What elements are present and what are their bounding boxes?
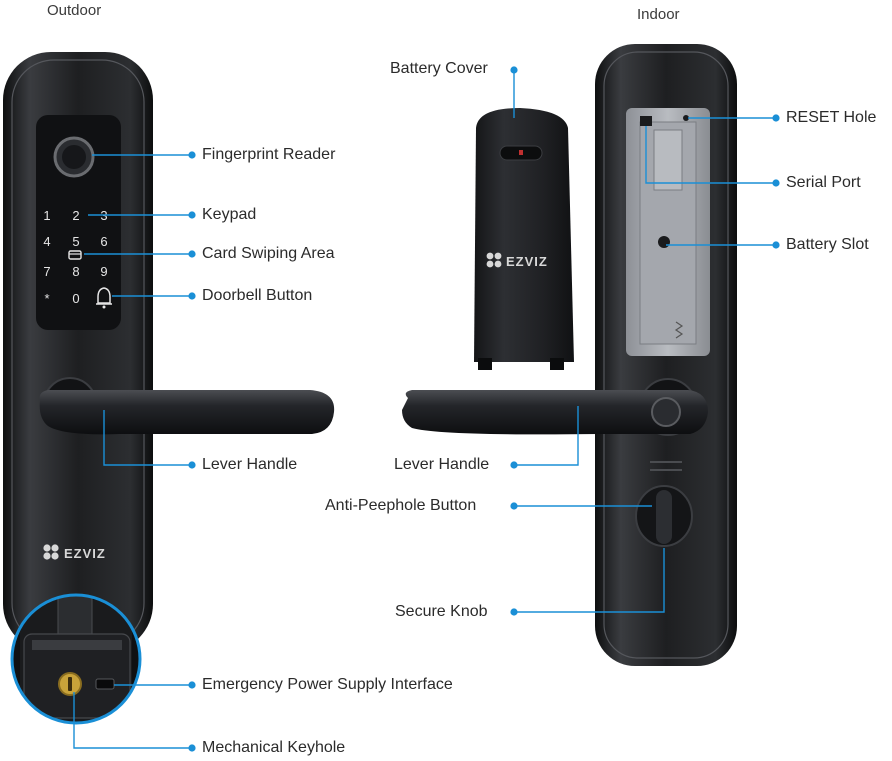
key-8: 8	[72, 264, 79, 279]
outdoor-ezviz-logo-icon	[43, 544, 59, 560]
secure-knob-grip	[656, 490, 672, 544]
key-1: 1	[43, 208, 50, 223]
callout-dots	[188, 66, 780, 752]
indoor-lever-handle	[402, 390, 708, 435]
keyhole-zoom-inset	[10, 593, 142, 725]
doorbell-bell-icon	[96, 287, 112, 309]
label-card-swiping-area: Card Swiping Area	[202, 245, 335, 262]
label-emergency-power: Emergency Power Supply Interface	[202, 676, 453, 693]
cover-ezviz-logo: EZVIZ	[506, 254, 548, 269]
indoor-lock-bevel	[603, 51, 729, 659]
outdoor-ezviz-logo: EZVIZ	[64, 546, 106, 561]
label-battery-slot: Battery Slot	[786, 236, 869, 253]
leader-keyhole	[73, 692, 192, 749]
outdoor-lever-handle	[39, 390, 335, 435]
label-secure-knob: Secure Knob	[395, 603, 488, 620]
leader-lever-indoor	[514, 406, 579, 466]
battery-slot-screw	[658, 236, 670, 248]
label-battery-cover: Battery Cover	[390, 60, 488, 77]
key-0: 0	[72, 291, 79, 306]
label-lever-handle-indoor: Lever Handle	[394, 456, 490, 473]
leader-serial-port	[645, 126, 776, 184]
anti-peephole-button	[651, 397, 681, 427]
key-2: 2	[72, 208, 79, 223]
zoom-circle-ring	[10, 593, 142, 725]
emergency-usb-port	[95, 678, 115, 690]
callout-lines	[73, 70, 776, 749]
label-serial-port: Serial Port	[786, 174, 861, 191]
card-swipe-icon	[68, 250, 82, 260]
cover-ezviz-logo-icon	[486, 252, 502, 268]
fingerprint-sensor-core	[62, 145, 86, 169]
label-fingerprint-reader: Fingerprint Reader	[202, 146, 336, 163]
key-4: 4	[43, 234, 50, 249]
label-keypad: Keypad	[202, 206, 257, 223]
key-star: *	[44, 291, 49, 306]
label-lever-handle-outdoor: Lever Handle	[202, 456, 298, 473]
label-anti-peephole-button: Anti-Peephole Button	[325, 497, 477, 514]
battery-cover-shell	[474, 108, 574, 362]
key-6: 6	[100, 234, 107, 249]
battery-cover: EZVIZ	[474, 108, 574, 370]
indoor-header: Indoor	[637, 6, 680, 23]
indoor-lock	[402, 44, 737, 666]
key-9: 9	[100, 264, 107, 279]
label-mechanical-keyhole: Mechanical Keyhole	[202, 739, 346, 756]
outdoor-header: Outdoor	[47, 2, 102, 19]
leader-lever-outdoor	[103, 410, 192, 466]
leader-secure-knob	[514, 548, 665, 613]
reset-hole	[683, 115, 689, 121]
label-doorbell-button: Doorbell Button	[202, 287, 313, 304]
serial-port-connector	[640, 116, 652, 126]
key-7: 7	[43, 264, 50, 279]
outdoor-lock: 1 2 3 4 5 6 7 8 9 * 0 EZVIZ	[3, 52, 335, 652]
label-reset-hole: RESET Hole	[786, 109, 877, 126]
key-5: 5	[72, 234, 79, 249]
